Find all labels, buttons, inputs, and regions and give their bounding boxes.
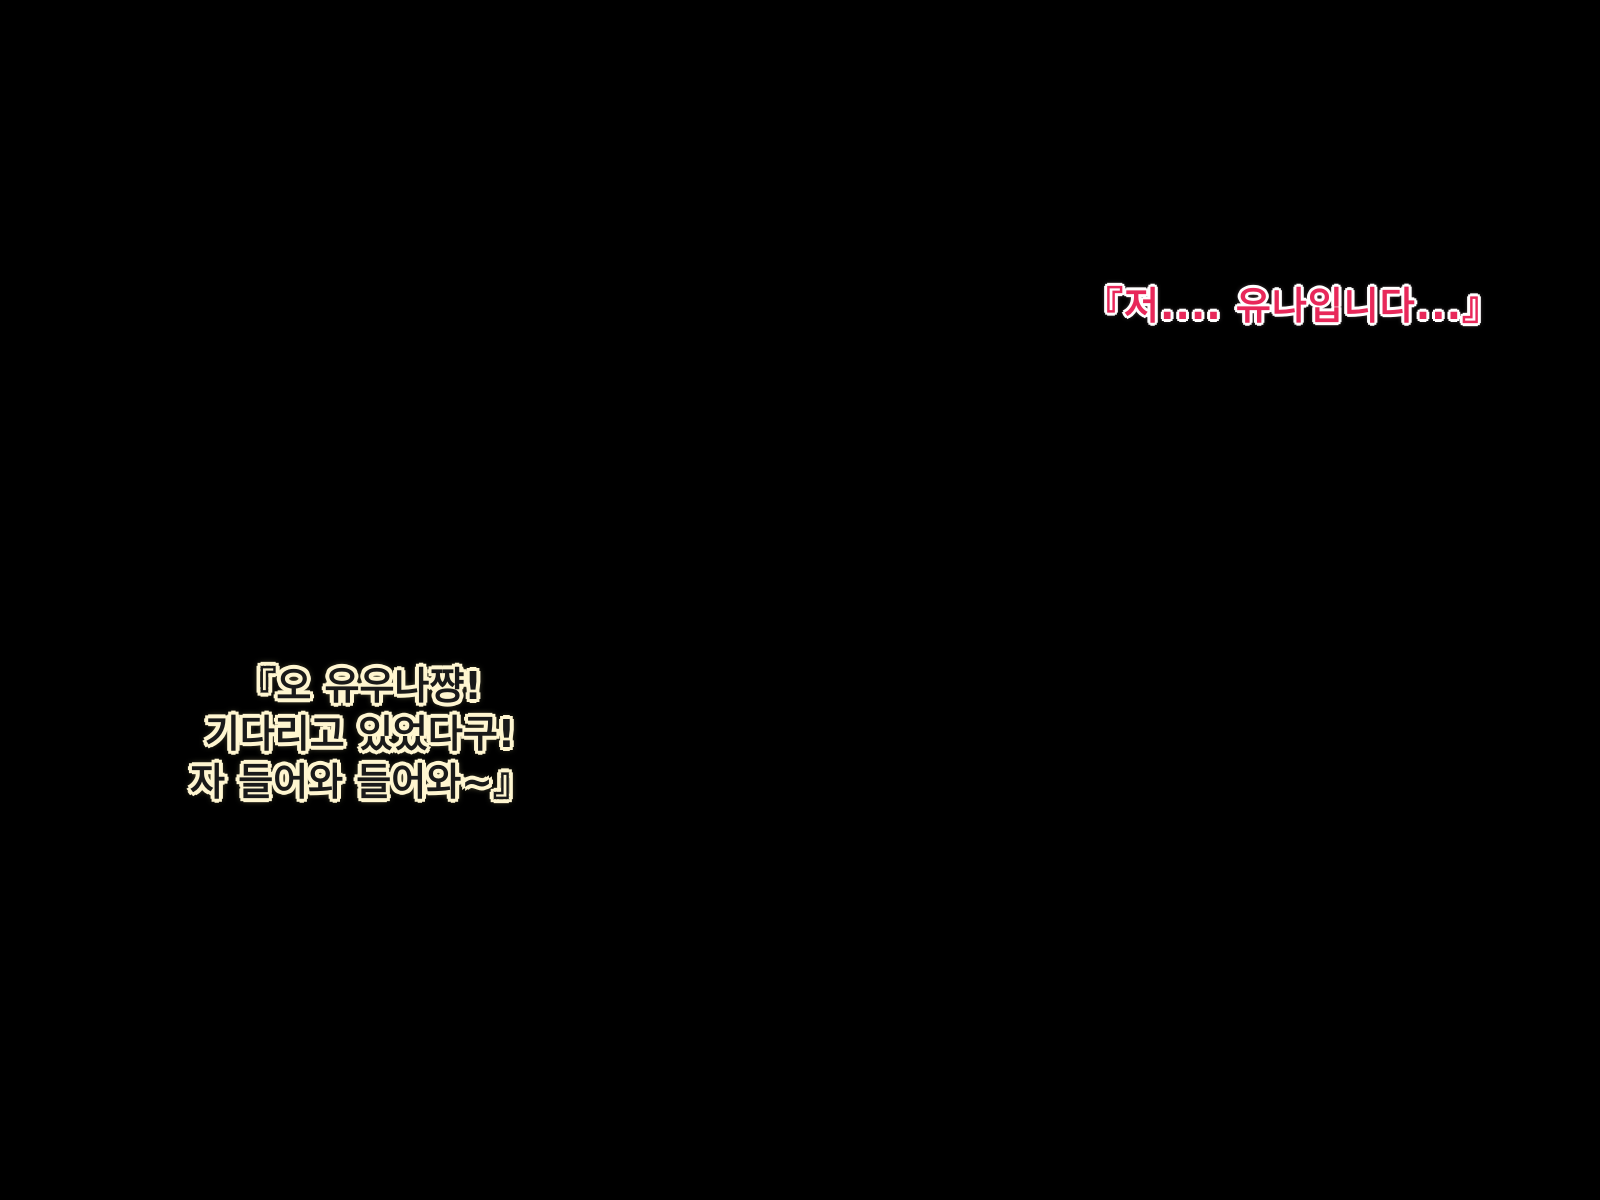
dialogue-line-greeting: 『오 유우나쨩! 기다리고 있었다구! 자 들어와 들어와~』 (190, 662, 532, 806)
dialogue-line-yuna: 『저.... 유나입니다...』 (1085, 284, 1502, 328)
dialogue-greeting-line-3: 자 들어와 들어와~』 (190, 760, 532, 804)
dialogue-greeting-line-1: 『오 유우나쨩! (238, 664, 482, 708)
dialogue-greeting-line-2: 기다리고 있었다구! (204, 712, 516, 756)
